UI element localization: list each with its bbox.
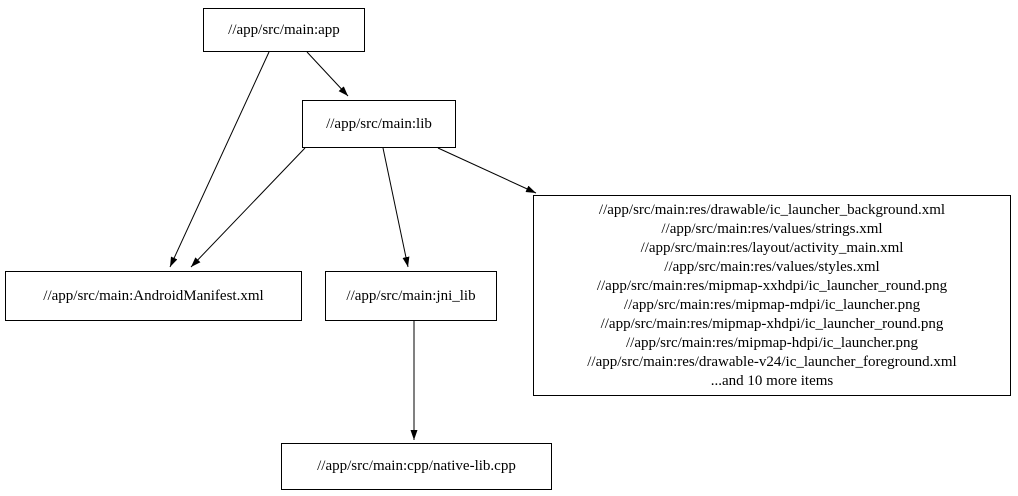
node-jni-lib-label: //app/src/main:jni_lib (346, 287, 476, 304)
edge-lib-manifest (190, 147, 306, 268)
node-native-lib-label: //app/src/main:cpp/native-lib.cpp (317, 458, 516, 474)
resource-line-more: ...and 10 more items (710, 372, 834, 389)
edge-lib-resources (437, 147, 537, 194)
node-lib: //app/src/main:lib (302, 100, 456, 148)
resource-line: //app/src/main:res/drawable/ic_launcher_… (598, 201, 946, 218)
resource-line: //app/src/main:res/mipmap-xhdpi/ic_launc… (600, 315, 944, 332)
node-app-label: //app/src/main:app (228, 21, 340, 38)
resource-line: //app/src/main:res/mipmap-hdpi/ic_launch… (625, 334, 918, 351)
node-jni-lib: //app/src/main:jni_lib (325, 271, 497, 321)
resource-line: //app/src/main:res/layout/activity_main.… (640, 239, 904, 256)
resource-line: //app/src/main:res/mipmap-xxhdpi/ic_laun… (596, 277, 948, 294)
node-android-manifest-label: //app/src/main:AndroidManifest.xml (43, 287, 264, 304)
edge-lib-jni-lib (382, 147, 410, 268)
resource-line: //app/src/main:res/drawable-v24/ic_launc… (587, 353, 957, 370)
resource-line: //app/src/main:res/values/styles.xml (664, 258, 880, 275)
edge-app-lib (306, 51, 349, 97)
node-resources: //app/src/main:res/drawable/ic_launcher_… (533, 195, 1011, 396)
edge-app-manifest (169, 51, 270, 268)
node-native-lib: //app/src/main:cpp/native-lib.cpp (281, 443, 552, 490)
resource-line: //app/src/main:res/mipmap-mdpi/ic_launch… (623, 296, 921, 313)
node-app: //app/src/main:app (203, 8, 365, 52)
resource-line: //app/src/main:res/values/strings.xml (661, 220, 883, 237)
node-android-manifest: //app/src/main:AndroidManifest.xml (5, 271, 302, 321)
node-lib-label: //app/src/main:lib (326, 115, 432, 132)
